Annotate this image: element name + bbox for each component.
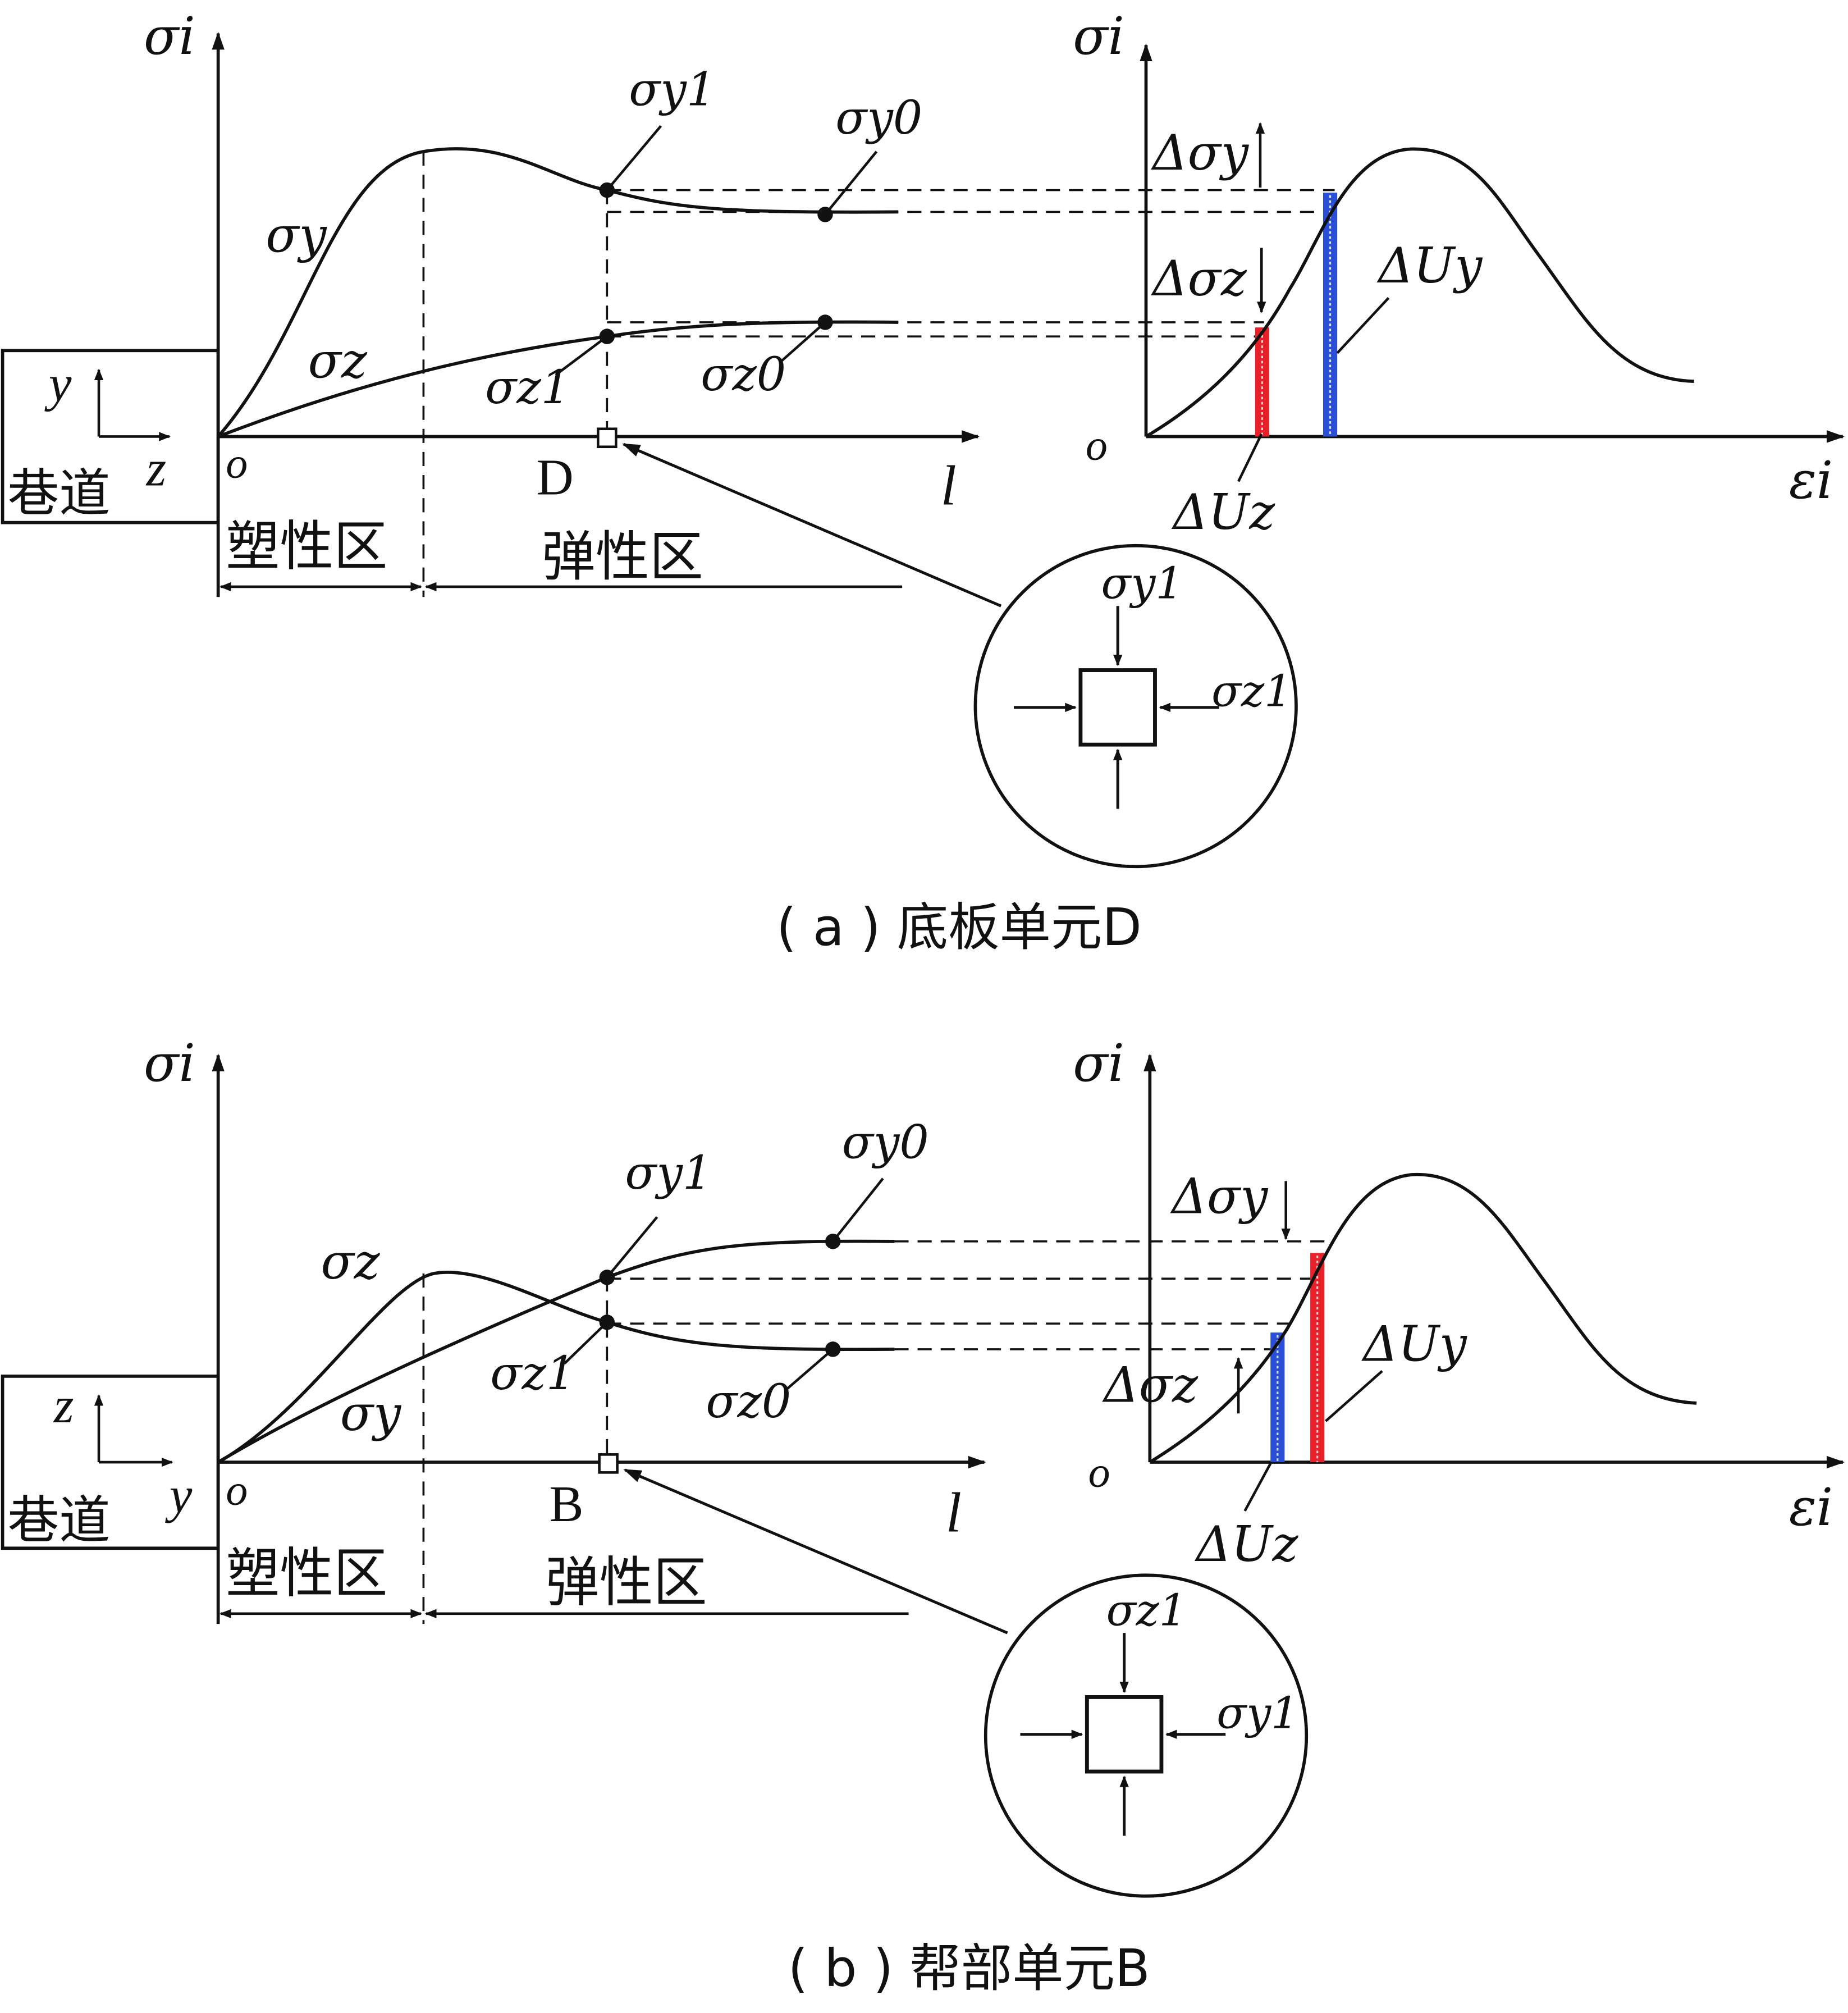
panel-a-plastic-zone-label: 塑性区 bbox=[226, 515, 387, 578]
panel-a-left-origin: o bbox=[226, 439, 248, 487]
panel-b-right-x-axis-label: εi bbox=[1789, 1477, 1833, 1537]
panel-b-inset-circle bbox=[984, 1573, 1309, 1898]
panel-b-inset-element bbox=[1085, 1695, 1164, 1774]
panel-a-energy-right-label: ΔUy bbox=[1376, 238, 1483, 294]
panel-a-inset-side-stress: σz1 bbox=[1211, 667, 1292, 717]
panel-b-leaders bbox=[564, 1177, 884, 1391]
panel-a-curve-upper-label: σy bbox=[266, 207, 327, 263]
panel-b-dashed-guides bbox=[422, 1240, 1325, 1624]
panel-b-plastic-zone-label: 塑性区 bbox=[226, 1542, 387, 1605]
panel-a-coord-right-label: z bbox=[145, 440, 167, 496]
panel-a-caption: ( a ) 底板单元D bbox=[776, 897, 1142, 957]
panel-b-right-y-axis-label: σi bbox=[1073, 1033, 1124, 1093]
panel-a-far-lower-label: σz0 bbox=[701, 348, 786, 401]
panel-a-energy-left-label: ΔUz bbox=[1172, 484, 1276, 541]
panel-a-point-lower-label: σz1 bbox=[485, 361, 570, 414]
panel-a-curve-sigma-y bbox=[217, 147, 899, 438]
panel-b-curve-sigma-y bbox=[217, 1239, 895, 1464]
panel-a-left-y-axis-label: σi bbox=[144, 6, 195, 66]
panel-a-coord-up-label: y bbox=[44, 355, 72, 412]
panel-b-labels: σi l o 巷道 z y σz σy σy1 σy0 σz1 σz0 B 塑性… bbox=[8, 1033, 1833, 1998]
panel-b-delta-y-label: Δσy bbox=[1170, 1168, 1268, 1225]
panel-b-curve-upper-label: σz bbox=[321, 1234, 381, 1290]
panel-b-coord-right-label: y bbox=[165, 1467, 193, 1523]
panel-a bbox=[1, 31, 1845, 869]
panel-a-right-y-axis-label: σi bbox=[1073, 6, 1124, 66]
panel-b-inset-side-stress: σy1 bbox=[1216, 1688, 1298, 1738]
panel-a-inset-circle bbox=[973, 544, 1298, 869]
panel-a-roadway-label: 巷道 bbox=[8, 463, 111, 523]
panel-b-left-x-axis-label: l bbox=[946, 1481, 962, 1544]
panel-b-element-label: B bbox=[549, 1476, 583, 1532]
panel-b-inset-top-stress: σz1 bbox=[1106, 1585, 1187, 1636]
panel-a-delta-z-label: Δσz bbox=[1151, 250, 1247, 307]
panel-a-inset-top-stress: σy1 bbox=[1101, 559, 1183, 609]
panel-b-far-upper-label: σy0 bbox=[842, 1116, 929, 1169]
panel-a-points bbox=[599, 182, 833, 344]
panel-a-right-origin: o bbox=[1086, 421, 1108, 469]
panel-b-stress-strain-curve bbox=[1149, 1172, 1697, 1464]
panel-b-coord-up-label: z bbox=[53, 1377, 74, 1434]
panel-b-point-lower-label: σz1 bbox=[490, 1347, 575, 1400]
panel-a-point-upper-label: σy1 bbox=[629, 63, 716, 117]
panel-b-curve-sigma-z bbox=[217, 1270, 895, 1464]
panel-a-labels: σi l o 巷道 y z σy σz σy1 σy0 σz1 σz0 D 塑性… bbox=[8, 6, 1833, 957]
panel-a-left-x-axis-label: l bbox=[941, 454, 957, 517]
panel-a-right-x-axis-label: εi bbox=[1789, 450, 1833, 510]
panel-a-element-marker bbox=[597, 427, 617, 449]
panel-b-left-y-axis-label: σi bbox=[144, 1033, 195, 1093]
panel-b-roadway-label: 巷道 bbox=[8, 1490, 111, 1550]
panel-b-curve-lower-label: σy bbox=[340, 1385, 401, 1442]
panel-b-element-marker bbox=[598, 1453, 619, 1474]
panel-b-point-upper-label: σy1 bbox=[625, 1147, 712, 1200]
panel-a-inset-arrows bbox=[1014, 606, 1219, 809]
panel-b-right-origin: o bbox=[1088, 1448, 1110, 1496]
panel-a-inset-element bbox=[1078, 668, 1157, 747]
panel-b-energy-left-label: ΔUz bbox=[1195, 1516, 1299, 1573]
panel-b-delta-z-label: Δσz bbox=[1102, 1357, 1199, 1414]
panel-a-far-upper-label: σy0 bbox=[835, 92, 922, 145]
panel-b-caption: ( b ) 帮部单元B bbox=[788, 1938, 1150, 1998]
panel-a-stress-strain-curve bbox=[1145, 147, 1694, 438]
panel-b-energy-right-label: ΔUy bbox=[1361, 1316, 1467, 1372]
panel-b-left-origin: o bbox=[226, 1466, 248, 1514]
panel-a-element-label: D bbox=[537, 449, 574, 505]
panel-a-leaders bbox=[555, 125, 878, 376]
panel-a-curve-lower-label: σz bbox=[308, 332, 368, 389]
panel-a-element-pointer bbox=[622, 442, 1002, 608]
panel-b-inset-arrows bbox=[1020, 1633, 1226, 1836]
panel-b-element-pointer bbox=[623, 1468, 1008, 1635]
panel-b-far-lower-label: σz0 bbox=[706, 1375, 791, 1428]
panel-a-delta-y-label: Δσy bbox=[1151, 125, 1249, 181]
panel-a-elastic-zone-label: 弹性区 bbox=[542, 525, 703, 588]
panel-b bbox=[1, 1053, 1845, 1898]
panel-a-dashed-guides bbox=[422, 151, 1335, 597]
panel-b-points bbox=[599, 1234, 841, 1357]
panel-b-elastic-zone-label: 弹性区 bbox=[546, 1551, 707, 1614]
